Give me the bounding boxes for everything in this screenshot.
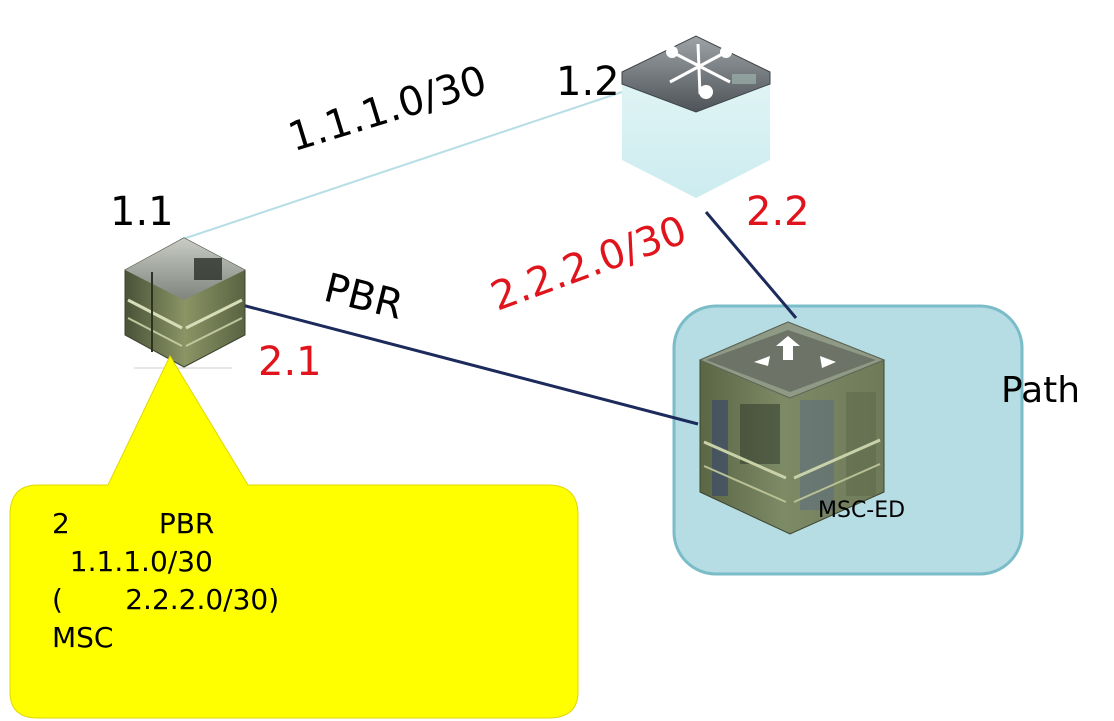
msc-ed-label: MSC-ED	[818, 498, 906, 523]
link-1-2-to-msc	[704, 211, 798, 319]
msc-ed-device-icon	[698, 321, 886, 535]
router-1-2-label: 1.2	[556, 59, 620, 105]
port-2-1-label: 2.1	[258, 339, 322, 385]
callout-line: 1.1.1.0/30	[52, 545, 213, 578]
callout-bubble	[9, 354, 579, 719]
router-icon	[124, 237, 246, 369]
path-box-label: Path	[1001, 370, 1081, 411]
callout-text: 2 PBR 1.1.1.0/30 ( 2.2.2.0/30) MSC	[52, 505, 279, 657]
router-1-1-label: 1.1	[110, 189, 174, 235]
link-pbr	[241, 303, 699, 426]
link-1-1-to-1-2	[179, 91, 623, 241]
callout-line: 2 PBR	[52, 507, 215, 540]
callout-line: MSC	[52, 621, 114, 654]
port-2-2-label: 2.2	[746, 189, 810, 235]
callout-line: ( 2.2.2.0/30)	[52, 583, 280, 616]
switch-icon	[621, 35, 771, 198]
